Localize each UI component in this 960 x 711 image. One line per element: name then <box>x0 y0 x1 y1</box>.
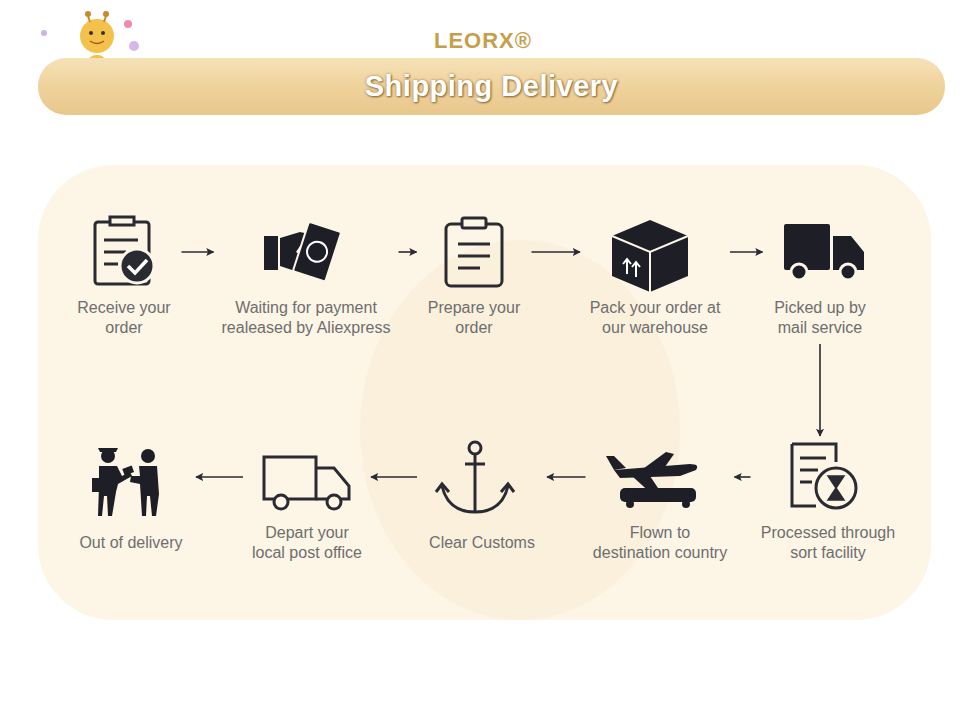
flow-arrow <box>371 476 417 478</box>
flow-arrow <box>547 476 586 478</box>
step-label: Processed through sort facility <box>756 523 901 563</box>
flow-arrow <box>196 476 243 478</box>
step-label: Prepare your order <box>422 298 527 338</box>
band-heading: Shipping Delivery <box>365 70 618 103</box>
delivery-truck-icon <box>264 457 349 509</box>
step-label: Pack your order at our warehouse <box>585 298 725 338</box>
process-step: Receive your order <box>72 215 177 338</box>
package-icon <box>612 220 688 292</box>
process-step: Prepare your order <box>422 215 527 338</box>
anchor-icon <box>436 442 514 512</box>
process-step: Flown to destination country <box>591 440 730 563</box>
process-step: Picked up by mail service <box>768 215 873 338</box>
background-cactus <box>360 240 680 620</box>
pickup-truck-icon <box>784 224 864 280</box>
flow-arrow <box>182 251 214 253</box>
airplane-icon <box>606 452 697 508</box>
brand-title: LEORX® <box>0 28 960 54</box>
step-label: Flown to destination country <box>591 523 730 563</box>
process-step: Waiting for payment realeased by Aliexpr… <box>219 215 394 338</box>
step-label: Out of delivery <box>71 533 191 553</box>
flow-arrow <box>399 251 417 253</box>
step-label: Picked up by mail service <box>768 298 873 338</box>
flow-arrow <box>735 476 751 478</box>
step-label: Waiting for payment realeased by Aliexpr… <box>219 298 394 338</box>
flow-arrow <box>819 344 821 436</box>
order-received-icon <box>95 217 154 284</box>
flow-arrow <box>730 251 763 253</box>
flow-arrow <box>532 251 581 253</box>
process-step: Processed through sort facility <box>756 440 901 563</box>
header-band: Shipping Delivery <box>38 58 945 115</box>
step-label: Clear Customs <box>422 533 542 553</box>
background-panel <box>38 165 931 620</box>
handover-icon <box>92 448 159 516</box>
process-step: Out of delivery <box>71 440 191 553</box>
step-label: Receive your order <box>72 298 177 338</box>
payment-icon <box>264 222 341 282</box>
process-step: Pack your order at our warehouse <box>585 215 725 338</box>
sort-facility-icon <box>792 444 856 508</box>
process-step: Clear Customs <box>422 440 542 553</box>
process-step: Depart your local post office <box>248 440 366 563</box>
prepare-order-icon <box>446 218 502 286</box>
step-label: Depart your local post office <box>248 523 366 563</box>
